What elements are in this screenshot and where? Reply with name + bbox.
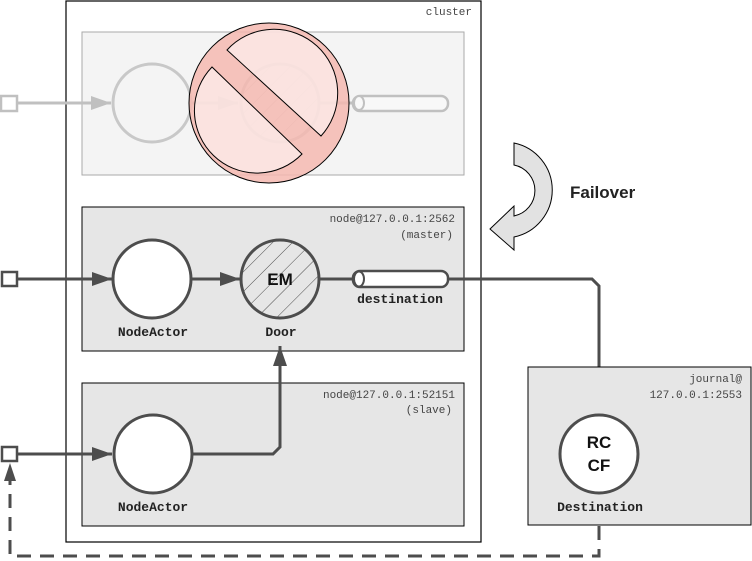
faded-entry-port xyxy=(0,94,19,113)
cluster-label: cluster xyxy=(426,7,472,19)
slave-entry-port[interactable] xyxy=(0,445,19,463)
destination-queue-label: destination xyxy=(357,292,443,307)
master-node-actor-label: NodeActor xyxy=(118,325,188,340)
journal-node-address-line1: journal@ xyxy=(689,374,742,386)
master-node-actor[interactable] xyxy=(111,238,193,320)
journal-node-address-line2: 127.0.0.1:2553 xyxy=(650,390,742,402)
faded-node-actor xyxy=(111,62,193,144)
master-node-address: node@127.0.0.1:2562 xyxy=(330,214,455,226)
slave-node-role: (slave) xyxy=(406,405,452,417)
door-text: EM xyxy=(267,270,293,289)
destination-text-line1: RC xyxy=(587,433,612,452)
master-node: node@127.0.0.1:2562 (master) NodeActor E… xyxy=(0,206,465,352)
failover-arrow-icon: Failover xyxy=(489,142,636,252)
queue-to-destination-arrow xyxy=(448,277,606,412)
destination-label: Destination xyxy=(557,500,643,515)
slave-node-actor-label: NodeActor xyxy=(118,500,188,515)
master-node-role: (master) xyxy=(400,230,453,242)
slave-node-address: node@127.0.0.1:52151 xyxy=(323,390,455,402)
destination-circle[interactable] xyxy=(558,413,640,495)
journal-node: journal@ 127.0.0.1:2553 RC CF Destinatio… xyxy=(527,366,752,526)
failover-return-arrowhead xyxy=(4,463,16,481)
failover-return-dashed-line xyxy=(8,480,601,558)
faded-queue xyxy=(351,94,450,113)
door-label: Door xyxy=(265,325,296,340)
failover-label: Failover xyxy=(570,183,636,202)
slave-node-actor[interactable] xyxy=(112,413,194,495)
slave-to-door-arrow xyxy=(192,346,287,456)
destination-text-line2: CF xyxy=(588,456,611,475)
destination-queue[interactable] xyxy=(351,269,450,289)
prohibited-icon xyxy=(188,22,350,184)
master-entry-port[interactable] xyxy=(0,270,19,288)
